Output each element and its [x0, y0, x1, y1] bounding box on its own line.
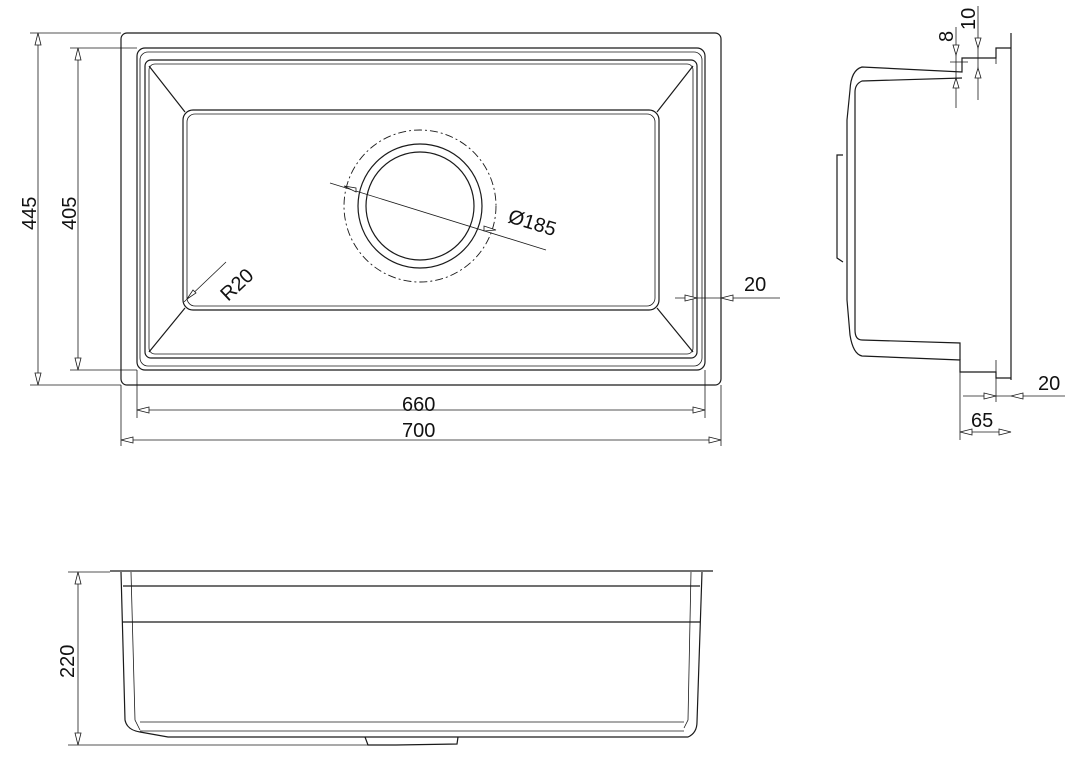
inner-width-label: 660 [402, 394, 435, 416]
inner-height-label: 405 [59, 197, 81, 230]
drain-outline [343, 129, 497, 283]
offset-label: 20 [1038, 373, 1060, 395]
drain-hole [365, 151, 475, 261]
front-view: 220 [57, 570, 713, 746]
drain-ring [357, 143, 483, 269]
bowl-top-edge [144, 59, 698, 359]
top-view: Ø185 R20 20 445 405 660 [19, 32, 780, 446]
bowl-floor [182, 109, 660, 311]
drain-outlet [364, 736, 459, 746]
flange-depth-label: 65 [971, 410, 993, 432]
corner-radius-label: R20 [216, 265, 258, 306]
outer-outline [120, 32, 722, 386]
rim-outline [136, 47, 706, 371]
drain-diameter-label: Ø185 [506, 206, 559, 241]
side-view: 8 10 20 65 [836, 6, 1065, 440]
rim-width-label: 20 [744, 274, 766, 296]
flange-thickness-label: 8 [936, 31, 958, 42]
step-height-label: 10 [958, 8, 980, 30]
outer-height-label: 445 [19, 197, 41, 230]
outer-width-label: 700 [402, 420, 435, 442]
depth-label: 220 [57, 645, 79, 678]
